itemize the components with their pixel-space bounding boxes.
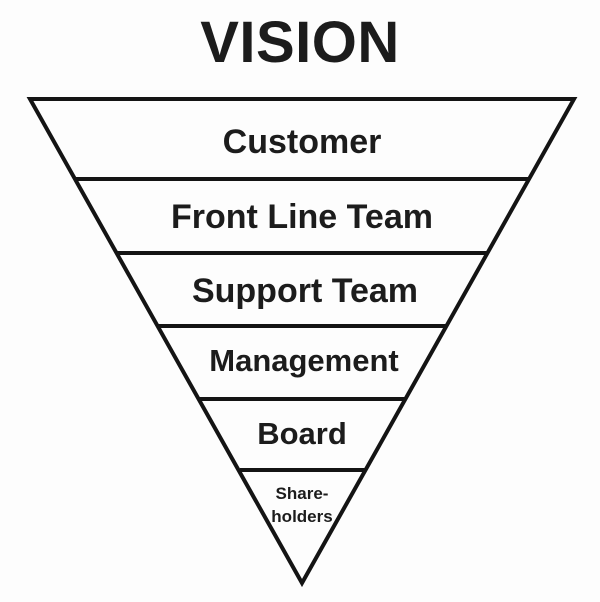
- level-label-board: Board: [257, 416, 347, 451]
- level-label-shareholders-line-2: holders: [271, 507, 332, 526]
- diagram-title: VISION: [200, 10, 400, 75]
- level-label-customer: Customer: [223, 123, 382, 161]
- pyramid-outline: [26, 97, 578, 588]
- level-label-front-line-team: Front Line Team: [171, 198, 433, 236]
- level-label-management: Management: [209, 343, 398, 378]
- level-label-shareholders-line-1: Share-: [276, 484, 329, 503]
- level-label-support-team: Support Team: [192, 272, 418, 310]
